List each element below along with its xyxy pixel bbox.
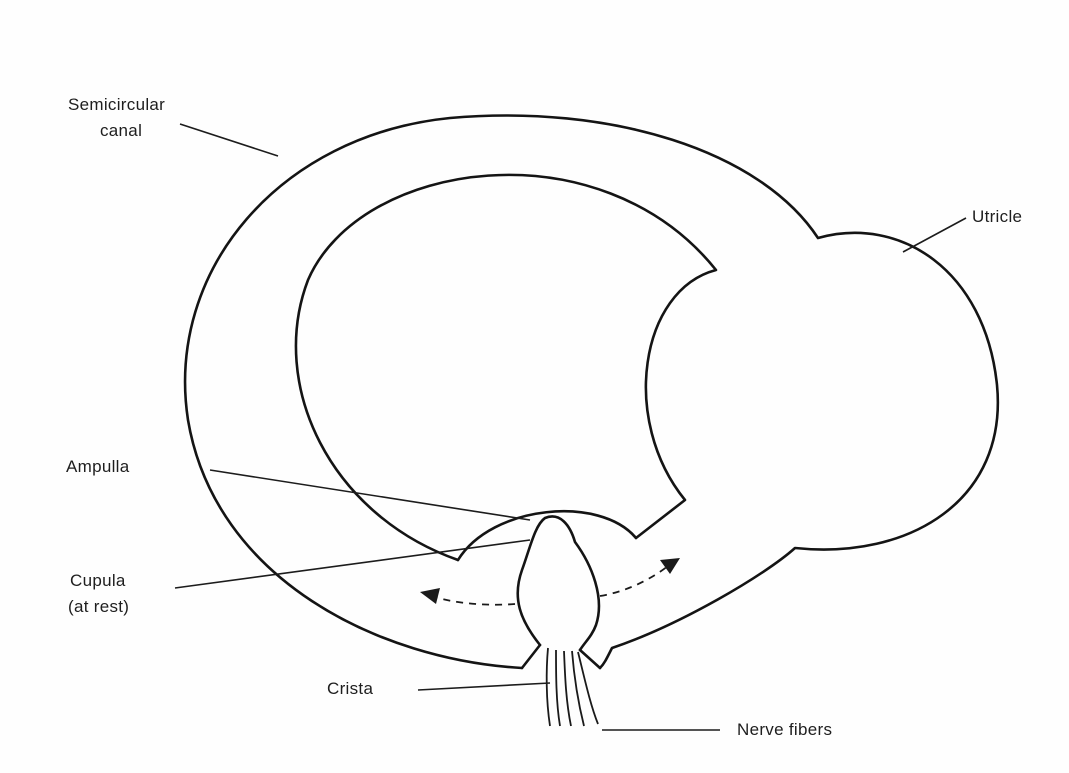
crista-right-closure [580, 650, 600, 668]
deflection-arrow-right [600, 566, 668, 596]
crista-left-closure [522, 645, 540, 668]
nerve-fiber [572, 651, 584, 726]
leader-ampulla [210, 470, 530, 520]
cupula-shape [518, 517, 599, 650]
deflection-arrow-left [432, 596, 515, 605]
nerve-fiber [556, 650, 560, 726]
leader-crista [418, 683, 550, 690]
leader-utricle [903, 218, 966, 252]
label-cupula-line1: Cupula [70, 571, 126, 590]
label-nerve-fibers: Nerve fibers [737, 720, 832, 739]
label-utricle: Utricle [972, 207, 1022, 226]
leader-cupula [175, 540, 530, 588]
label-crista: Crista [327, 679, 373, 698]
nerve-fiber [547, 648, 550, 726]
label-semicircular-canal-line1: Semicircular [68, 95, 165, 114]
label-ampulla: Ampulla [66, 457, 130, 476]
outer-canal-wall [185, 116, 998, 668]
arrow-head-right [660, 558, 680, 574]
inner-canal-wall [296, 175, 716, 560]
nerve-fiber [564, 651, 571, 726]
arrow-head-left [420, 588, 440, 604]
label-cupula-line2: (at rest) [68, 597, 129, 616]
label-semicircular-canal-line2: canal [100, 121, 142, 140]
leader-semicircular-canal [180, 124, 278, 156]
